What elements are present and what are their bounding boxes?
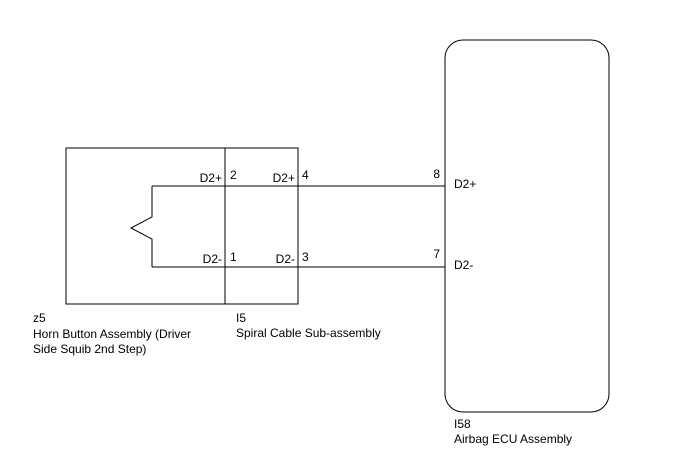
z5-d2plus-signal: D2+: [200, 171, 222, 185]
i58-name: Airbag ECU Assembly: [454, 432, 572, 446]
i5-d2plus-signal: D2+: [273, 171, 295, 185]
z5-d2plus-pin: 2: [230, 168, 237, 182]
i58-code: I58: [454, 417, 471, 431]
spiral-cable-box: [224, 147, 299, 305]
i5-d2plus-pin: 4: [302, 168, 309, 182]
airbag-ecu-box: [444, 39, 610, 413]
i58-d2minus-signal: D2-: [454, 258, 473, 272]
i58-d2minus-pin: 7: [433, 247, 440, 261]
i5-d2minus-signal: D2-: [276, 252, 295, 266]
z5-d2minus-signal: D2-: [203, 252, 222, 266]
z5-name-line2: Side Squib 2nd Step): [33, 342, 146, 356]
z5-code: z5: [33, 311, 46, 325]
i5-name: Spiral Cable Sub-assembly: [236, 326, 381, 340]
z5-d2minus-pin: 1: [230, 250, 237, 264]
i5-d2minus-pin: 3: [302, 250, 309, 264]
squib-symbol: [129, 186, 153, 267]
i5-code: I5: [236, 311, 246, 325]
i58-d2plus-pin: 8: [433, 167, 440, 181]
i58-d2plus-signal: D2+: [454, 177, 476, 191]
z5-name-line1: Horn Button Assembly (Driver: [33, 327, 191, 341]
